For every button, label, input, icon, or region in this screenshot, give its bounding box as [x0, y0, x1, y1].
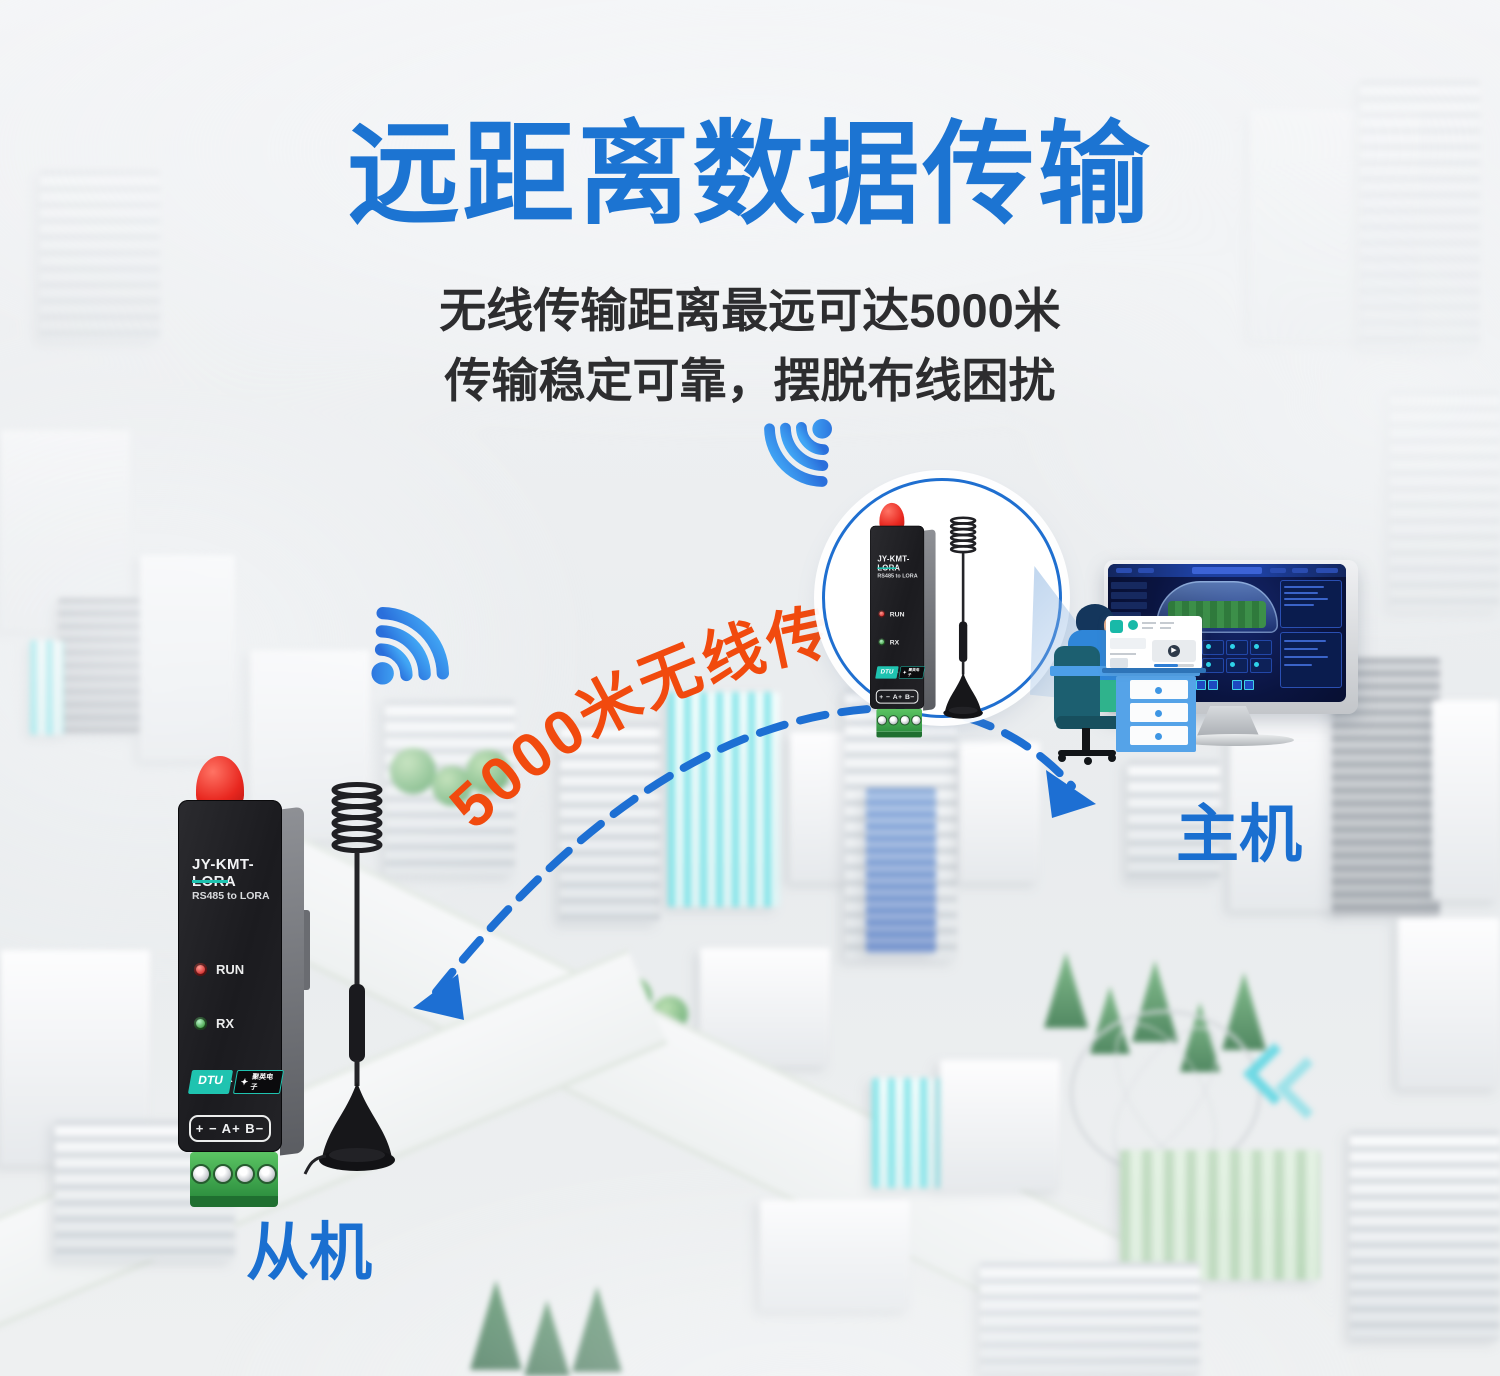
terminal-label: + − A+ B−: [189, 1115, 271, 1142]
laptop-image-thumb: [1110, 658, 1128, 668]
laptop-avatar: [1128, 620, 1138, 630]
laptop-card: [1110, 638, 1146, 649]
master-label: 主机: [1176, 800, 1302, 870]
brand-logo-icon: ✦: [239, 1076, 250, 1087]
terminal-screw: [213, 1164, 233, 1184]
brand-name: 聚英电子: [907, 668, 920, 678]
rx-led-icon: [878, 638, 886, 646]
led-label: RX: [216, 1016, 235, 1031]
drawer-knob: [1155, 733, 1162, 740]
brand-badge: ✦ 聚英电子: [232, 1070, 285, 1094]
device-model: JY-KMT-LORA: [877, 554, 910, 573]
dtu-badge: DTU: [187, 1070, 233, 1094]
wifi-signal-icon: [371, 606, 450, 685]
laptop-line: [1142, 627, 1153, 629]
terminal-block: [190, 1152, 278, 1207]
chair-back: [1054, 646, 1100, 728]
device-side-face: [280, 806, 304, 1156]
monitor-base: [1176, 734, 1294, 746]
terminal-screw: [191, 1164, 211, 1184]
laptop-line: [1110, 653, 1136, 655]
subtitle-line-2: 传输稳定可靠，摆脱布线困扰: [444, 354, 1056, 407]
device-body: JY-KMT-LORA RS485 to LORA RUN RX TX DTU …: [870, 525, 926, 709]
spring-antenna: [303, 782, 395, 1175]
laptop-logo-icon: [1110, 620, 1123, 633]
device-model: JY-KMT-LORA: [192, 856, 254, 890]
subtitle-line-1: 无线传输距离最远可达5000米: [439, 284, 1061, 337]
laptop-base: [1102, 668, 1206, 673]
brand-badge: ✦ 聚英电子: [898, 666, 926, 679]
chair-legs: [1058, 750, 1116, 756]
led-run: RUN: [194, 962, 244, 977]
laptop-line: [1160, 622, 1174, 624]
terminal-label: + − A+ B−: [875, 689, 919, 704]
chair-seat: [1056, 716, 1122, 729]
chair-wheel: [1084, 757, 1092, 765]
run-led-icon: [878, 610, 886, 618]
rx-led-icon: [194, 1017, 207, 1030]
brand-name: 聚英电子: [249, 1074, 274, 1091]
device-interface: RS485 to LORA: [877, 572, 918, 579]
brand-logo-icon: ✦: [902, 669, 908, 675]
brand-badges: DTU ✦ 聚英电子: [187, 1070, 285, 1094]
device-inset-circle: JY-KMT-LORA RS485 to LORA RUN RX TX DTU …: [822, 478, 1062, 738]
laptop-line: [1160, 627, 1171, 629]
dtu-badge: DTU: [875, 666, 899, 679]
device-body: JY-KMT-LORA RS485 to LORA RUN RX TX DTU …: [178, 800, 285, 1152]
led-label: RUN: [216, 962, 245, 977]
chair-wheel: [1058, 754, 1066, 762]
spring-antenna: [943, 516, 983, 719]
led-label: RUN: [889, 610, 905, 618]
led-label: RX: [889, 638, 900, 646]
chair-wheel: [1108, 754, 1116, 762]
chair-pole: [1082, 728, 1090, 752]
teal-underline: [192, 880, 228, 883]
lora-module-slave: JY-KMT-LORA RS485 to LORA RUN RX TX DTU …: [176, 756, 416, 1212]
terminal-screw: [235, 1164, 255, 1184]
device-interface: RS485 to LORA: [192, 890, 270, 902]
drawer-knob: [1155, 710, 1162, 717]
run-led-icon: [194, 963, 207, 976]
terminal-screw: [257, 1164, 277, 1184]
slave-label: 从机: [246, 1218, 372, 1288]
teal-underline: [877, 567, 897, 569]
page-title: 远距离数据传输: [347, 112, 1153, 237]
laptop-line: [1142, 622, 1156, 624]
drawer-knob: [1155, 687, 1162, 694]
wifi-signal-icon: [764, 419, 832, 487]
play-icon: ▶: [1168, 645, 1180, 657]
led-rx: RX: [194, 1016, 234, 1031]
terminal-block: [876, 708, 923, 738]
video-progress-fill: [1154, 664, 1178, 667]
